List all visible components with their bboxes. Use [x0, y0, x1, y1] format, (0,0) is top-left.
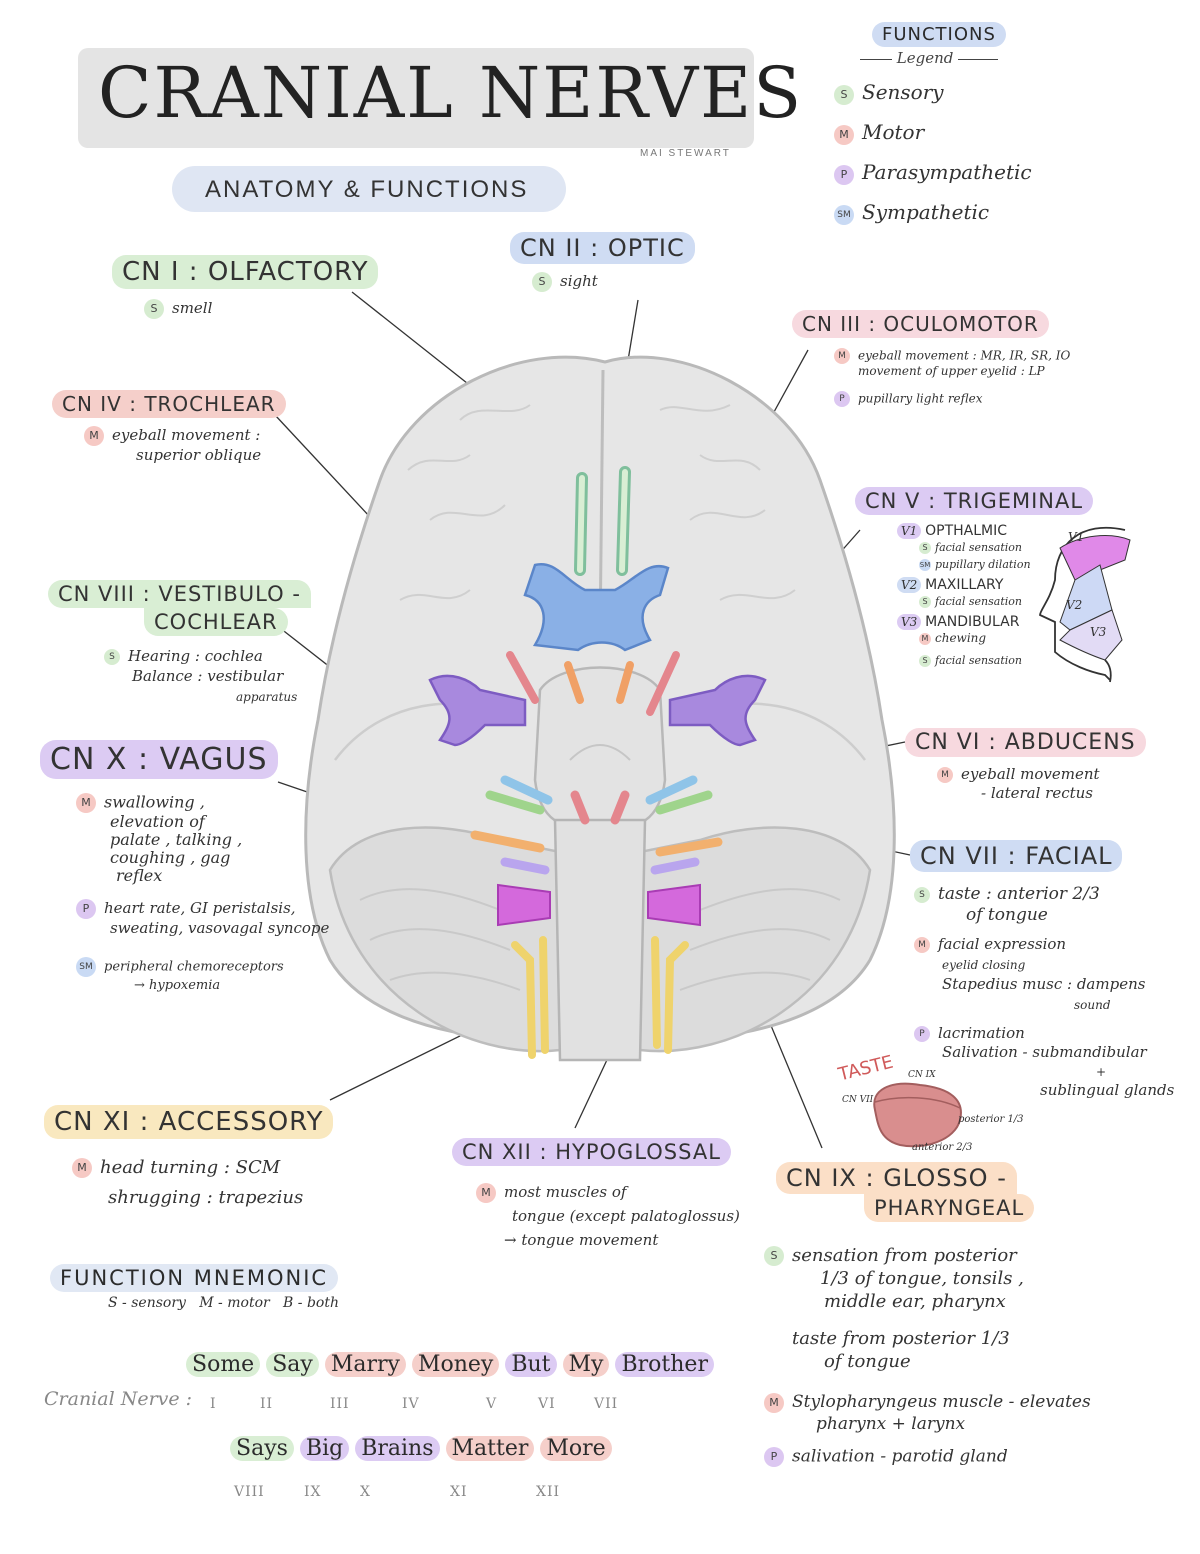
cn7-title: CN VII : FACIAL	[910, 840, 1123, 872]
mnemonic-word: Say	[266, 1352, 319, 1377]
cn7-facial-expression: facial expression	[938, 935, 1067, 953]
cn5-title: CN V : TRIGEMINAL	[855, 487, 1094, 515]
title-banner	[78, 48, 754, 148]
cn5-v3: V3 MANDIBULAR	[897, 614, 1093, 630]
cn6-title: CN VI : ABDUCENS	[905, 728, 1146, 757]
trigeminal-right	[668, 674, 767, 747]
vagus-left	[497, 883, 551, 927]
mnemonic-word: Brother	[615, 1352, 714, 1377]
taste-cn7: CN VII	[842, 1095, 874, 1105]
cn11-head-turning: head turning : SCM	[100, 1157, 281, 1178]
cn4-superior-oblique: superior oblique	[136, 446, 262, 464]
mnemonic-word: More	[540, 1436, 612, 1461]
mnemonic-heading: FUNCTION MNEMONIC	[50, 1264, 339, 1292]
vagus-right	[647, 883, 701, 927]
taste-posterior: posterior 1/3	[958, 1114, 1024, 1125]
cn4-eyeball: eyeball movement :	[112, 426, 261, 444]
cn8-title-line1: CN VIII : VESTIBULO -	[48, 580, 311, 608]
accessory-nerves	[511, 936, 689, 1059]
cn2-sight: sight	[560, 272, 598, 290]
brainstem	[533, 666, 667, 1062]
tongue-diagram	[873, 1082, 962, 1148]
optic-chiasm	[523, 562, 670, 652]
page-subtitle: ANATOMY & FUNCTIONS	[205, 176, 529, 203]
face-label-v1: V1	[1068, 530, 1085, 544]
cn8-title-line2: COCHLEAR	[144, 608, 288, 636]
cn5-face-diagram	[1039, 526, 1131, 683]
cn7-taste: taste : anterior 2/3	[938, 884, 1100, 904]
legend-heading: FUNCTIONS	[872, 22, 1006, 47]
mnemonic-word: Big	[299, 1436, 350, 1461]
cn11-shrugging: shrugging : trapezius	[108, 1187, 304, 1208]
legend-label-row: Legend	[860, 49, 1050, 67]
cn3-eyelid: movement of upper eyelid : LP	[858, 364, 1045, 378]
cn10-title: CN X : VAGUS	[40, 740, 278, 779]
cn5-v2: V2 MAXILLARY	[897, 577, 1093, 593]
taste-cn9: CN IX	[908, 1070, 936, 1080]
mnemonic-section: FUNCTION MNEMONIC S - sensory M - motor …	[50, 1264, 750, 1313]
mnemonic-word: My	[562, 1352, 610, 1377]
mnemonic-word: Matter	[445, 1436, 535, 1461]
face-label-v2: V2	[1066, 598, 1083, 612]
cn2-title: CN II : OPTIC	[510, 232, 695, 264]
oculomotor-trochlear-nerves	[506, 651, 680, 716]
mnemonic-key: S - sensory M - motor B - both	[108, 1295, 339, 1311]
mnemonic-word: Brains	[355, 1436, 440, 1461]
cn9-title-line2: PHARYNGEAL	[864, 1194, 1035, 1222]
author-credit: MAI STEWART	[640, 148, 731, 159]
cn6-eyeball: eyeball movement	[961, 765, 1100, 783]
legend-label: Legend	[896, 49, 954, 67]
cn3-pupillary: pupillary light reflex	[858, 391, 983, 406]
cn4-title: CN IV : TROCHLEAR	[52, 390, 286, 418]
face-label-v3: V3	[1090, 625, 1107, 639]
olfactory-tracts-inner	[577, 469, 628, 573]
mnemonic-word: But	[505, 1352, 557, 1377]
cn6-lateral-rectus: - lateral rectus	[981, 784, 1093, 802]
cn8-balance: Balance : vestibular	[132, 667, 284, 685]
cn3-title: CN III : OCULOMOTOR	[792, 310, 1049, 338]
taste-anterior: anterior 2/3	[912, 1142, 973, 1153]
cn1-smell: smell	[172, 299, 213, 317]
cn12-title: CN XII : HYPOGLOSSAL	[452, 1138, 731, 1166]
mnemonic-word: Some	[186, 1352, 261, 1377]
cn3-eyeball: eyeball movement : MR, IR, SR, IO	[858, 348, 1071, 363]
brainstem-nerves	[470, 775, 723, 875]
cn7-lacrimation: lacrimation	[938, 1024, 1025, 1042]
cranial-nerve-row-label: Cranial Nerve :	[44, 1388, 193, 1410]
mnemonic-word: Money	[411, 1352, 500, 1377]
cn8-hearing: Hearing : cochlea	[128, 647, 263, 665]
cn9-title-line1: CN IX : GLOSSO -	[776, 1162, 1017, 1194]
mnemonic-word: Says	[230, 1436, 294, 1461]
trigeminal-left	[428, 674, 527, 747]
cn1-title: CN I : OLFACTORY	[112, 255, 379, 289]
mnemonic-word: Marry	[324, 1352, 406, 1377]
subtitle-banner	[172, 166, 566, 212]
cn5-v1: V1 OPTHALMIC	[897, 523, 1093, 539]
page-title: CRANIAL NERVES	[98, 52, 804, 134]
cn11-title: CN XI : ACCESSORY	[44, 1105, 334, 1139]
